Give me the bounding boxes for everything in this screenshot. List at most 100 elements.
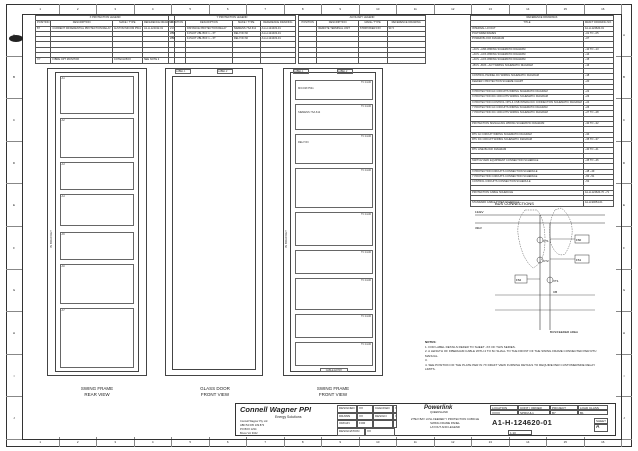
legend-row: RTU DC CIRCUIT WIRING SCHEMATIC DIAGRAM~…: [470, 136, 614, 144]
legend-title-row: REFERENCE DRAWINGS: [470, 14, 614, 22]
schem-label-1: 132kV: [475, 210, 484, 214]
company-address-2: ABN 54 005 139 873: [240, 424, 265, 427]
legend-cell: [231, 57, 261, 64]
front-row-tag: TC 1/L00: [361, 315, 371, 318]
ruler-left-letter: E: [6, 184, 22, 227]
legend-cell: F-PHOT 2BL BKF 1 ~ 6T: [184, 36, 233, 43]
ruler-bottom-number: 11: [397, 437, 435, 447]
rear-device-panel: -A5: [60, 232, 134, 260]
legend-header: MAKE / TYPE: [357, 20, 388, 27]
project-value: B7: [550, 410, 578, 415]
location-value: XXXX: [490, 410, 518, 415]
front-row-tag: TC 1/L00: [361, 169, 371, 172]
legend-header: REFERENCE DRAWING: [259, 20, 297, 27]
note-3: 3.: [425, 358, 428, 362]
note-4: 4. SEE POSITION OF THE PLATE PER IN 7X D…: [425, 362, 596, 372]
front-device-label: MICOM P541: [298, 87, 314, 90]
legend-cell: ~45 TO ~46: [582, 157, 614, 165]
legend-title-row: Y PROTECTION LEGEND: [168, 14, 296, 22]
contract-label: CONT / ORDER: [518, 405, 550, 410]
legend-cell: [357, 57, 388, 64]
rear-caption-line-2: REAR VIEW: [84, 391, 110, 397]
front-row-tag: TC 1/L00: [361, 343, 371, 346]
rear-device-panel: -A4: [60, 194, 134, 226]
schem-label-8: CT1: [543, 239, 549, 243]
front-device-panel: TC 1/L00: [295, 342, 373, 366]
legend-cell: ~30 TO ~32: [582, 120, 614, 128]
legend-cell: STRIPOWER 15X: [357, 25, 388, 32]
legend-cell: XY: [34, 57, 52, 64]
front-device-panel: TC 1/L00: [295, 250, 373, 274]
ruler-top-number: 15: [547, 4, 585, 14]
ruler-top-number: 7: [247, 4, 285, 14]
company-address-1: Connell Wagner Pty Ltd: [240, 420, 268, 423]
legend-cell: [168, 57, 186, 64]
legend-cell: REMOTE TERMINAL UNIT: [316, 25, 359, 32]
contract-value: SPRUUL1: [518, 410, 550, 415]
legend-header: DRAFT DRAWING NO.: [582, 20, 614, 27]
legend-row: [297, 57, 426, 64]
front-device-label: SIEMENS 7SA 612: [298, 111, 321, 114]
ruler-bottom-number: 5: [172, 437, 210, 447]
front-device-label: RELYON: [298, 141, 309, 144]
front-cable-entry-label: CABLE ENTRY: [320, 368, 348, 372]
company-subtitle: Energy Solutions: [275, 415, 302, 419]
schem-label-9: CT2: [543, 259, 549, 263]
legend-cell: [297, 57, 318, 64]
ruler-right-letter: H: [616, 312, 632, 355]
ruler-bottom-number: 14: [510, 437, 547, 447]
ruler-top-number: 12: [435, 4, 472, 14]
scale-value: 1:10: [508, 430, 532, 435]
glass-label-2: LABEL 2: [217, 69, 233, 74]
ruler-bottom-number: 7: [247, 437, 285, 447]
ruler-left-letter: I: [6, 355, 22, 398]
rear-view-frame: [47, 68, 147, 376]
drawing-title-2: SWING FRAME PANEL: [430, 421, 460, 425]
rear-view-inner-panel: [55, 72, 139, 372]
ruler-bottom-number: 9: [322, 437, 360, 447]
legend-cell: A1-H-124620-70 ~71: [582, 189, 614, 197]
legend-cell: [259, 57, 297, 64]
legend-cell: ~27 TO ~28: [582, 110, 614, 117]
title-block-field: [393, 420, 397, 428]
rear-device-panel: -A7: [60, 308, 134, 368]
legend-row: Y PROTECTION DC CIRCUITS WIRING SCHEMATI…: [470, 110, 614, 117]
front-side-label: IN BRACKET: [284, 230, 288, 249]
ruler-bottom-number: 10: [360, 437, 397, 447]
note-1: 1. FOR LABEL DETAILS REFER TO SHEET -XX …: [425, 344, 516, 349]
title-block-field: DESIGN CHKD: [373, 412, 393, 420]
drawing-title-3: LAYOUT AND LEGEND: [430, 425, 460, 429]
sheet-label: SHEET: [594, 418, 608, 424]
ruler-right-letter: E: [616, 184, 632, 227]
ruler-top-number: 10: [360, 4, 397, 14]
ruler-top-number: 6: [210, 4, 247, 14]
drawing-sheet: [6, 4, 632, 447]
legend-cell: SIEMENS 7SA 612: [231, 25, 261, 32]
title-block-field: DRAWN: [337, 412, 357, 420]
location-label: LOCATION: [490, 405, 518, 410]
client-name: Powerlink: [424, 405, 453, 411]
title-block-field: XX: [393, 405, 397, 413]
load-class-value: B1: [578, 410, 608, 415]
front-top-label-2: LABEL 2: [337, 69, 353, 74]
title-block-field: FOR AUTHORISATION: [357, 420, 373, 428]
legend-cell: A1-H-90054-01: [582, 200, 614, 207]
front-device-panel: TC 1/L00: [295, 212, 373, 246]
ruler-bottom-number: 6: [210, 437, 247, 447]
rear-device-panel: -A2: [60, 118, 134, 158]
title-block: [235, 403, 616, 436]
ruler-top-number: 9: [322, 4, 360, 14]
legend-cell: X PROTECTION CONTROL OPS & CSB INTERLOCK…: [470, 99, 584, 107]
front-top-label-1: LABEL 1: [293, 69, 309, 74]
title-block-field: XX: [357, 412, 373, 420]
